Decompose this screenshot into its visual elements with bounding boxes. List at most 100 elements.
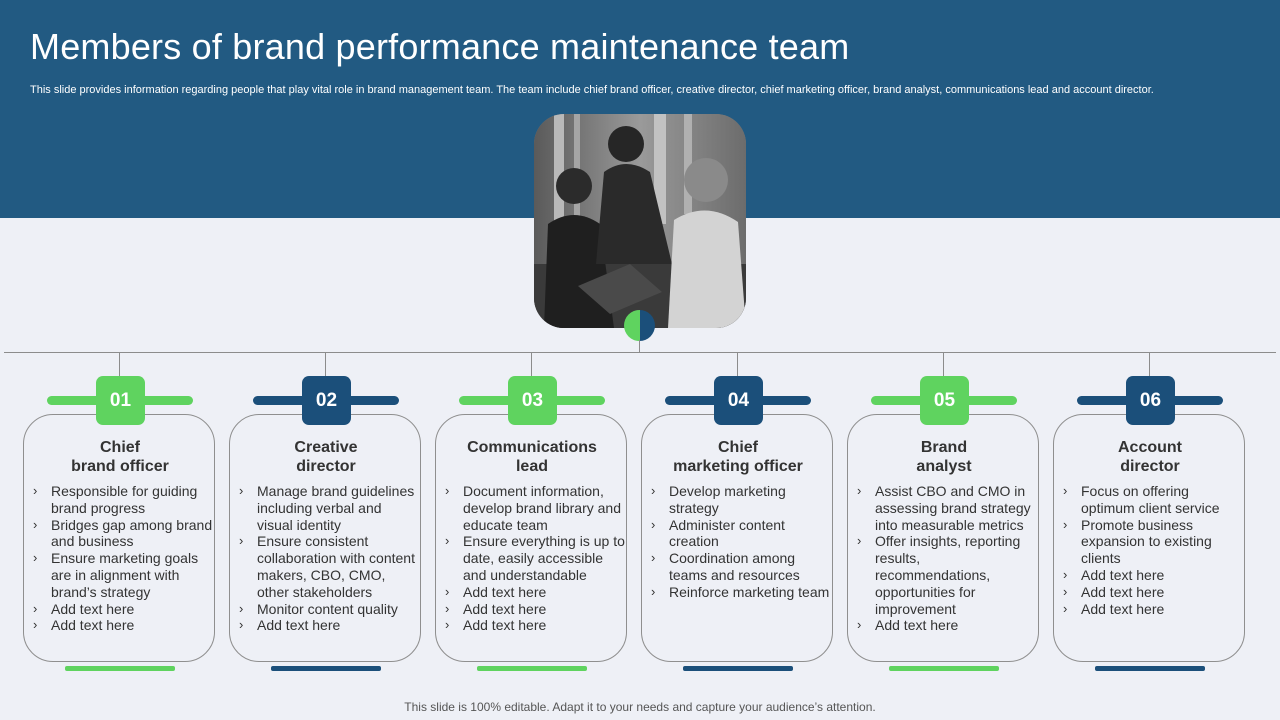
chevron-right-icon: › — [651, 583, 656, 599]
member-points: ›Develop marketing strategy›Administer c… — [651, 483, 831, 601]
number-badge: 04 — [714, 376, 763, 425]
chevron-right-icon: › — [33, 617, 38, 633]
member-point: › Add text here — [445, 584, 625, 601]
member-point-text: Offer insights, reporting results, recom… — [875, 533, 1021, 617]
chevron-right-icon: › — [445, 600, 450, 616]
member-point-text: Add text here — [51, 617, 135, 634]
number-badge: 03 — [508, 376, 557, 425]
member-point: ›Add text here — [239, 617, 419, 634]
chevron-right-icon: › — [33, 600, 38, 616]
chevron-right-icon: › — [239, 600, 244, 616]
member-point-text: Assist CBO and CMO in assessing brand st… — [875, 483, 1031, 533]
member-point-text: Document information, develop brand libr… — [463, 483, 621, 533]
member-card — [1053, 414, 1245, 662]
member-title-line: director — [1120, 458, 1180, 475]
member-point-text: Ensure marketing goals are in alignment … — [51, 550, 199, 600]
member-point: › Document information, develop brand lib… — [445, 483, 625, 533]
accent-underbar — [889, 666, 999, 671]
member-column: 03 Communications lead › Document informat… — [435, 352, 629, 682]
team-photo — [534, 114, 746, 328]
chevron-right-icon: › — [1063, 566, 1068, 582]
member-point-text: Coordination among teams and resources — [669, 550, 800, 583]
connector-stem — [119, 352, 120, 376]
accent-underbar — [271, 666, 381, 671]
number-badge: 02 — [302, 376, 351, 425]
member-point-text: Add text here — [1081, 600, 1165, 617]
number-badge: 06 — [1126, 376, 1175, 425]
accent-underbar — [65, 666, 175, 671]
member-point-text: Add text here — [463, 617, 547, 634]
member-point: ›Add text here — [857, 617, 1037, 634]
member-point-text: Add text here — [875, 617, 959, 634]
member-point: › Ensure everything is up to date, easily… — [445, 533, 625, 583]
connector-line — [639, 340, 640, 353]
member-point-text: Add text here — [1081, 566, 1165, 583]
member-point: ›Bridges gap among brand and business — [33, 517, 213, 551]
member-title: Communications lead — [435, 438, 629, 476]
member-title-line: Communications — [467, 439, 597, 456]
member-point: › Add text here — [1063, 601, 1243, 618]
member-point: ›Develop marketing strategy — [651, 483, 831, 517]
chevron-right-icon: › — [239, 617, 244, 633]
member-title-line: Account — [1118, 439, 1182, 456]
member-point: › Ensure marketing goals are in alignment… — [33, 550, 213, 600]
page-title: Members of brand performance maintenance… — [30, 26, 850, 67]
member-title: Account director — [1053, 438, 1247, 476]
member-point-text: Monitor content quality — [257, 600, 398, 617]
connector-stem — [737, 352, 738, 376]
member-point: ›Promote business expansion to existing … — [1063, 517, 1243, 567]
member-point: › Add text here — [33, 617, 213, 634]
member-card — [847, 414, 1039, 662]
connector-dot — [624, 310, 655, 341]
member-point: ›Manage brand guidelines including verba… — [239, 483, 419, 533]
member-point: › Add text here — [445, 617, 625, 634]
member-points: ›Responsible for guiding brand progress›… — [33, 483, 213, 634]
member-title-line: Creative — [294, 439, 358, 456]
member-point: › Administer content creation — [651, 517, 831, 551]
member-title-line: lead — [515, 458, 548, 475]
member-title-line: marketing officer — [673, 458, 803, 475]
member-point: ›Responsible for guiding brand progress — [33, 483, 213, 517]
member-point-text: Administer content creation — [669, 516, 785, 550]
member-title-line: Chief — [100, 439, 140, 456]
member-point-text: Ensure consistent collaboration with con… — [257, 533, 415, 600]
member-point: ›Add text here — [33, 601, 213, 618]
connector-stem — [943, 352, 944, 376]
chevron-right-icon: › — [445, 617, 450, 633]
member-point-text: Reinforce marketing team — [669, 583, 830, 600]
chevron-right-icon: › — [445, 483, 450, 498]
member-points: ›Manage brand guidelines including verba… — [239, 483, 419, 634]
connector-stem — [531, 352, 532, 376]
chevron-right-icon: › — [651, 516, 656, 532]
member-point: › Add text here — [1063, 567, 1243, 584]
connector-stem — [1149, 352, 1150, 376]
chevron-right-icon: › — [445, 583, 450, 599]
chevron-right-icon: › — [33, 550, 38, 566]
page-subtitle: This slide provides information regardin… — [30, 84, 1154, 96]
number-badge: 01 — [96, 376, 145, 425]
member-point-text: Ensure everything is up to date, easily … — [463, 533, 625, 583]
member-card — [641, 414, 833, 662]
chevron-right-icon: › — [857, 483, 862, 498]
member-point-text: Promote business expansion to existing c… — [1081, 516, 1212, 567]
chevron-right-icon: › — [445, 533, 450, 549]
member-points: ›Focus on offering optimum client servic… — [1063, 483, 1243, 617]
chevron-right-icon: › — [1063, 583, 1068, 599]
chevron-right-icon: › — [33, 516, 38, 532]
member-point-text: Add text here — [463, 583, 547, 600]
chevron-right-icon: › — [1063, 600, 1068, 616]
chevron-right-icon: › — [651, 550, 656, 566]
member-title-line: Brand — [920, 439, 968, 456]
chevron-right-icon: › — [1063, 483, 1068, 498]
member-point: ›Ensure consistent collaboration with co… — [239, 533, 419, 600]
member-point: ›Add text here — [1063, 584, 1243, 601]
connector-stem — [325, 352, 326, 376]
member-point: ›Offer insights, reporting results, reco… — [857, 533, 1037, 617]
member-point-text: Develop marketing strategy — [669, 483, 786, 516]
accent-underbar — [683, 666, 793, 671]
member-point: ›Add text here — [445, 601, 625, 618]
